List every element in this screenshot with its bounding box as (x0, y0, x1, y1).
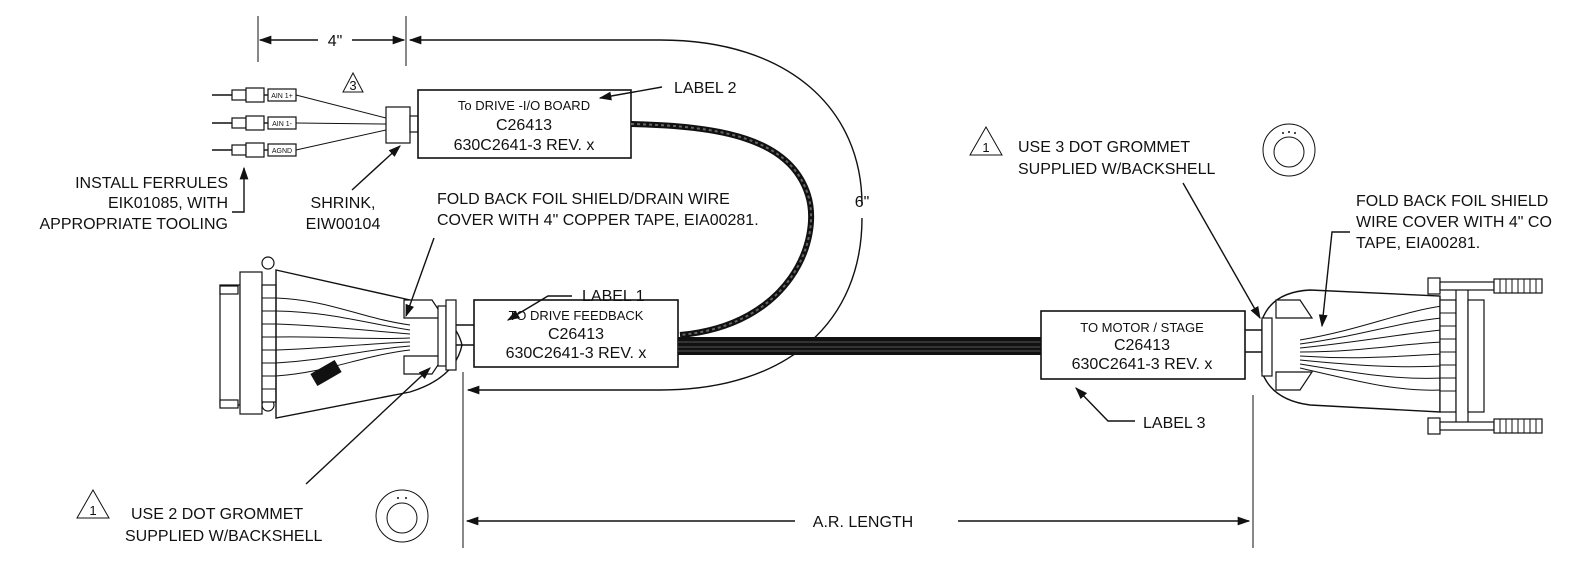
dimension-4in-text: 4" (328, 33, 343, 50)
label-feedback: TO DRIVE FEEDBACK C26413 630C2641-3 REV.… (473, 299, 679, 368)
dimension-6in-text: 6" (855, 194, 870, 211)
shrink-sleeve (385, 106, 411, 144)
svg-text:1: 1 (982, 140, 989, 155)
grommet-2dot-note: 1 USE 2 DOT GROMMET SUPPLIED W/BACKSHELL (76, 367, 431, 545)
grommet-2dot-icon (375, 489, 429, 543)
ferrules-note: INSTALL FERRULES EIK01085, WITH APPROPRI… (40, 166, 249, 233)
svg-text:SHRINK,: SHRINK, (311, 195, 376, 212)
svg-text:630C2641-3 REV. x: 630C2641-3 REV. x (1072, 356, 1213, 373)
svg-text:EIW00104: EIW00104 (306, 216, 381, 233)
label-motor: TO MOTOR / STAGE C26413 630C2641-3 REV. … (1040, 310, 1246, 380)
svg-text:FOLD BACK FOIL SHIELD: FOLD BACK FOIL SHIELD (1356, 193, 1548, 210)
svg-text:LABEL 2: LABEL 2 (674, 80, 737, 97)
svg-text:USE 2 DOT GROMMET: USE 2 DOT GROMMET (131, 506, 303, 523)
svg-text:C26413: C26413 (548, 326, 604, 343)
ar-length-text: A.R. LENGTH (813, 514, 913, 531)
grommet-3dot-note: 1 USE 3 DOT GROMMET SUPPLIED W/BACKSHELL (969, 123, 1316, 320)
right-connector (1245, 277, 1543, 435)
svg-text:3: 3 (349, 78, 356, 93)
dimension-ar-length: A.R. LENGTH (462, 372, 1254, 548)
svg-text:WIRE COVER WITH 4" CO: WIRE COVER WITH 4" CO (1356, 214, 1552, 231)
svg-text:630C2641-3 REV. x: 630C2641-3 REV. x (454, 137, 595, 154)
svg-text:630C2641-3 REV. x: 630C2641-3 REV. x (506, 345, 647, 362)
svg-text:APPROPRIATE TOOLING: APPROPRIATE TOOLING (40, 216, 229, 233)
svg-text:SUPPLIED W/BACKSHELL: SUPPLIED W/BACKSHELL (125, 528, 323, 545)
wire-tag-agnd: AGND (272, 148, 292, 155)
delta-1-icon-lower: 1 (76, 488, 110, 519)
label-2-callout: LABEL 2 (598, 80, 737, 101)
svg-text:TO MOTOR / STAGE: TO MOTOR / STAGE (1080, 320, 1204, 335)
svg-text:C26413: C26413 (496, 117, 552, 134)
svg-text:COVER WITH 4" COPPER TAPE, EIA: COVER WITH 4" COPPER TAPE, EIA00281. (437, 212, 759, 229)
fold-back-note-left: FOLD BACK FOIL SHIELD/DRAIN WIRE COVER W… (405, 191, 759, 318)
wire-tag-ain1-plus: AIN 1+ (271, 93, 293, 100)
shrink-note: SHRINK, EIW00104 (306, 145, 401, 233)
svg-text:EIK01085, WITH: EIK01085, WITH (108, 195, 228, 212)
svg-text:C26413: C26413 (1114, 337, 1170, 354)
svg-text:LABEL 1: LABEL 1 (582, 288, 645, 305)
delta-3-icon: 3 (342, 71, 364, 93)
main-cable (678, 337, 1041, 355)
ferrule-wires: AIN 1+ AIN 1- AGND (212, 87, 419, 158)
fold-back-note-right: FOLD BACK FOIL SHIELD WIRE COVER WITH 4"… (1318, 193, 1552, 328)
svg-text:LABEL 3: LABEL 3 (1143, 415, 1206, 432)
grommet-3dot-icon (1262, 123, 1316, 177)
svg-text:FOLD BACK FOIL SHIELD/DRAIN WI: FOLD BACK FOIL SHIELD/DRAIN WIRE (437, 191, 730, 208)
label-1-callout: LABEL 1 (506, 288, 645, 321)
svg-text:TO DRIVE FEEDBACK: TO DRIVE FEEDBACK (509, 308, 644, 323)
svg-text:INSTALL FERRULES: INSTALL FERRULES (75, 175, 228, 192)
delta-1-icon: 1 (969, 125, 1003, 156)
label-3-callout: LABEL 3 (1075, 387, 1206, 432)
dimension-4in: 4" (257, 16, 407, 66)
wire-tag-ain1-minus: AIN 1- (272, 121, 293, 128)
svg-text:1: 1 (89, 503, 96, 518)
left-connector (219, 256, 474, 419)
svg-text:To DRIVE -I/O BOARD: To DRIVE -I/O BOARD (458, 98, 590, 113)
label-io-board: To DRIVE -I/O BOARD C26413 630C2641-3 RE… (417, 89, 632, 159)
ferrule-wire-3: AGND (212, 129, 387, 158)
ferrule-wire-1: AIN 1+ (212, 87, 387, 119)
svg-text:SUPPLIED W/BACKSHELL: SUPPLIED W/BACKSHELL (1018, 161, 1216, 178)
svg-text:TAPE, EIA00281.: TAPE, EIA00281. (1356, 235, 1480, 252)
svg-text:USE 3 DOT GROMMET: USE 3 DOT GROMMET (1018, 139, 1190, 156)
ferrule-wire-2: AIN 1- (212, 115, 387, 131)
